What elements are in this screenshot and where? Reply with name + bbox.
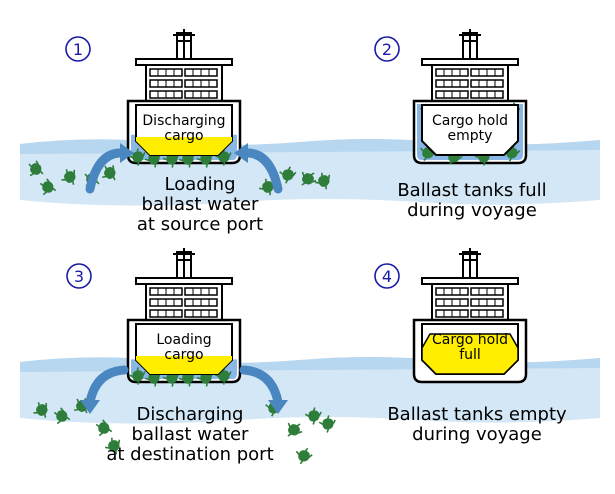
caption-line: Discharging (137, 404, 244, 425)
caption-line: Loading (164, 174, 235, 195)
hold-label-line: cargo (164, 347, 203, 363)
step-number: 3 (74, 267, 84, 286)
discharge-arrow-left (85, 365, 129, 407)
intake-arrowhead-right (234, 143, 248, 163)
hold-label-line: Loading (156, 332, 211, 348)
hold-label-line: Discharging (142, 113, 225, 129)
caption-line: Ballast tanks empty (387, 404, 567, 425)
step-number: 1 (73, 40, 83, 59)
step-circle (374, 263, 400, 289)
discharge-arrow-right (239, 365, 283, 407)
step-number: 2 (382, 40, 392, 59)
caption-line: at destination port (106, 444, 273, 465)
water-organism (294, 446, 314, 466)
step-circle (374, 36, 400, 62)
hold-label-line: cargo (164, 128, 203, 144)
step-number: 4 (382, 267, 392, 286)
cargo-hold (421, 104, 519, 156)
water-organism (282, 418, 306, 442)
cargo-load (421, 333, 519, 375)
hold-label-line: full (459, 347, 481, 363)
caption-line: ballast water (132, 424, 250, 445)
discharge-arrowhead-right (268, 400, 288, 414)
intake-arrowhead-left (120, 143, 134, 163)
discharge-arrowhead-left (80, 400, 100, 414)
intake-arrow-right (239, 148, 283, 194)
caption-line: during voyage (407, 200, 537, 221)
cargo-load (136, 137, 232, 155)
hold-label-line: Cargo hold (432, 332, 508, 348)
caption-line: during voyage (412, 424, 542, 445)
caption-line: Ballast tanks full (397, 180, 546, 201)
water-organism (317, 413, 339, 435)
caption-line: at source port (137, 214, 263, 235)
cargo-load (136, 356, 232, 374)
caption-line: ballast water (142, 194, 260, 215)
hold-label-line: Cargo hold (432, 113, 508, 129)
step-circle (65, 36, 91, 62)
hold-label-line: empty (448, 128, 493, 144)
step-circle (66, 263, 92, 289)
intake-arrow-left (85, 148, 129, 194)
